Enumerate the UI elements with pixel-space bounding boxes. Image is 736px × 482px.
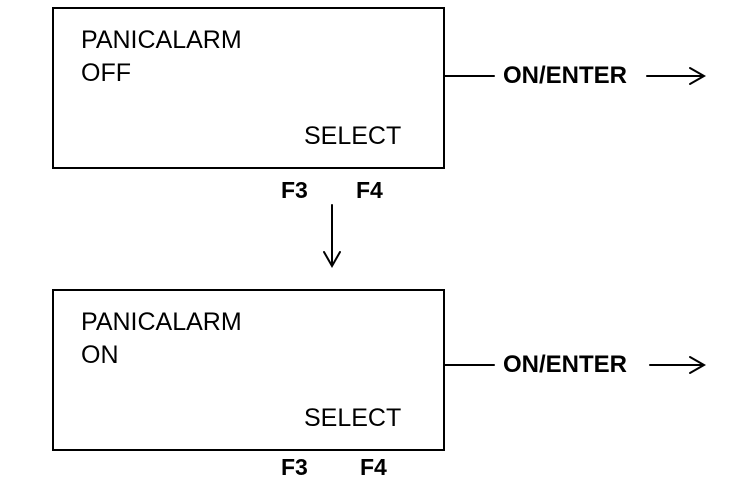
on-enter-label: ON/ENTER [503,351,628,378]
f3-key-label[interactable]: F3 [281,177,308,203]
f4-key-label[interactable]: F4 [360,454,387,480]
right-arrow-icon [646,67,707,85]
select-softkey-label: SELECT [304,404,402,432]
display-panel-off: PANICALARM OFF SELECT [52,7,445,169]
select-softkey-label: SELECT [304,122,402,150]
on-enter-label: ON/ENTER [503,62,628,89]
screen-title: PANICALARM [81,308,242,336]
f4-key-label[interactable]: F4 [356,177,383,203]
down-arrow-icon [323,204,341,269]
screen-title: PANICALARM [81,26,242,54]
f3-key-label[interactable]: F3 [281,454,308,480]
right-arrow-icon [649,356,707,374]
alarm-state-value: ON [81,341,119,369]
alarm-state-value: OFF [81,59,131,87]
display-panel-on: PANICALARM ON SELECT [52,289,445,451]
